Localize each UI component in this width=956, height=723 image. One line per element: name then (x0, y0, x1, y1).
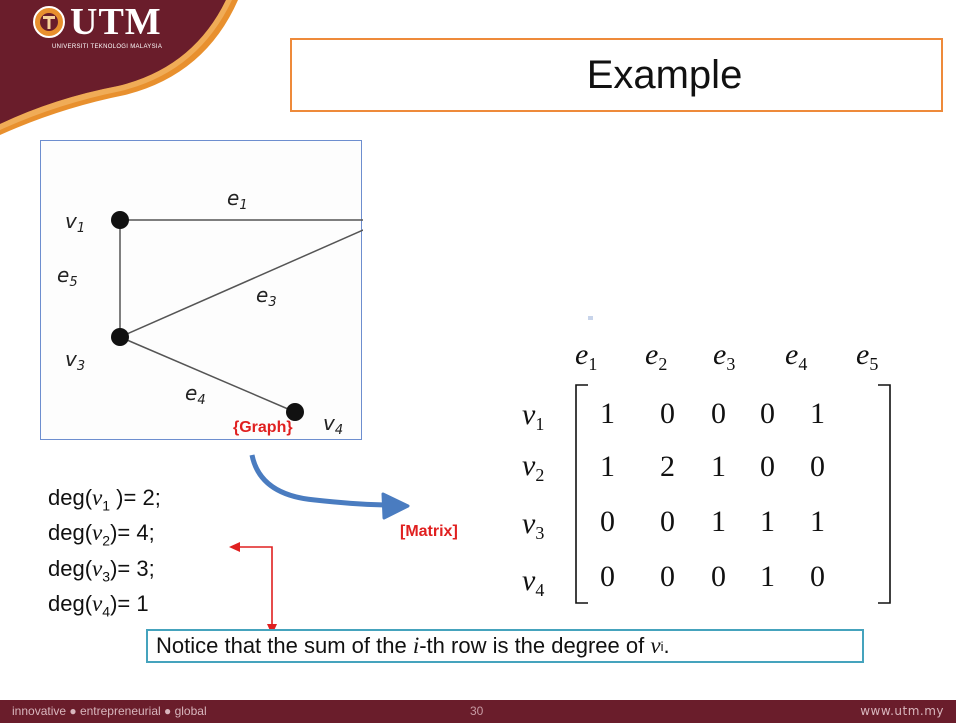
matrix-cell: 1 (810, 397, 825, 430)
matrix-cell: 0 (600, 560, 615, 593)
matrix-row-header: v4 (522, 564, 544, 600)
vertex-node-v1 (111, 211, 129, 229)
matrix-left-bracket (575, 384, 588, 604)
notice-box: Notice that the sum of the i-th row is t… (146, 629, 864, 663)
edge-line-e3 (119, 219, 387, 338)
curved-arrow (249, 454, 393, 508)
matrix-cell: 1 (760, 560, 775, 593)
graph-diagram: v1 v2 v3 v4 e1 e2 e3 e4 e5 (57, 162, 447, 438)
small-marker (588, 316, 593, 320)
matrix-cell: 0 (711, 560, 726, 593)
degree-item: deg(v1 )= 2; (48, 485, 161, 514)
degree-item: deg(v2)= 4; (48, 520, 155, 549)
vertex-label-v3: v3 (65, 347, 85, 374)
title-box: Example (290, 38, 943, 112)
curved-arrow-head (381, 492, 410, 520)
matrix-cell: 0 (760, 397, 775, 430)
edge-label-e4: e4 (185, 381, 206, 408)
red-connector (236, 546, 273, 627)
degree-list: deg(v1 )= 2; deg(v2)= 4; deg(v3)= 3; deg… (48, 484, 161, 626)
red-arrowhead-left (229, 542, 240, 552)
matrix-row-header: v3 (522, 507, 544, 543)
degree-item: deg(v4)= 1 (48, 591, 149, 620)
degree-item: deg(v3)= 3; (48, 555, 155, 585)
graph-figure: v1 v2 v3 v4 e1 e2 e3 e4 e5 (40, 140, 447, 440)
matrix-col-header: e3 (713, 338, 735, 374)
edge-line-e4 (119, 336, 296, 413)
edge-label-e1: e1 (227, 186, 248, 213)
matrix-cell: 0 (600, 505, 615, 538)
matrix-cell: 1 (760, 505, 775, 538)
matrix-col-header: e5 (856, 338, 878, 374)
matrix-caption: [Matrix] (400, 523, 458, 540)
matrix-cell: 0 (760, 450, 775, 483)
matrix-cell: 0 (810, 560, 825, 593)
matrix-row-header: v2 (522, 449, 544, 485)
matrix-cell: 1 (711, 450, 726, 483)
matrix-right-bracket (878, 384, 891, 604)
vertex-node-v3 (111, 328, 129, 346)
matrix-row-header: v1 (522, 398, 544, 434)
matrix-cell: 1 (600, 397, 615, 430)
matrix-cell: 0 (660, 560, 675, 593)
matrix-cell: 0 (810, 450, 825, 483)
matrix-cell: 1 (600, 450, 615, 483)
utm-logo: UTM (32, 2, 162, 42)
graph-caption: {Graph} (233, 419, 293, 436)
footer-url: www.utm.my (860, 704, 944, 718)
vertex-label-v4: v4 (323, 411, 343, 438)
incidence-matrix: e1 e2 e3 e4 e5 v1 v2 v3 v4 1 0 0 0 1 1 2… (522, 338, 891, 604)
matrix-cell: 1 (711, 505, 726, 538)
matrix-cell: 1 (810, 505, 825, 538)
logo-subtext: UNIVERSITI TEKNOLOGI MALAYSIA (52, 44, 163, 50)
matrix-cell: 0 (660, 505, 675, 538)
footer-tagline: innovative ● entrepreneurial ● global (12, 704, 207, 718)
matrix-cell: 0 (711, 397, 726, 430)
matrix-col-header: e2 (645, 338, 667, 374)
page-number: 30 (470, 704, 484, 718)
utm-crest-icon (33, 6, 65, 38)
edge-label-e3: e3 (256, 283, 277, 310)
edge-label-e5: e5 (57, 263, 78, 290)
matrix-col-header: e1 (575, 338, 597, 374)
matrix-col-header: e4 (785, 338, 807, 374)
slide-title: Example (586, 52, 743, 97)
logo-wordmark: UTM (70, 1, 162, 43)
footer-bar: innovative ● entrepreneurial ● global 30… (0, 700, 956, 723)
matrix-cell: 2 (660, 450, 675, 483)
vertex-label-v1: v1 (65, 209, 85, 236)
vertex-node-v4 (286, 403, 304, 421)
matrix-cell: 0 (660, 397, 675, 430)
